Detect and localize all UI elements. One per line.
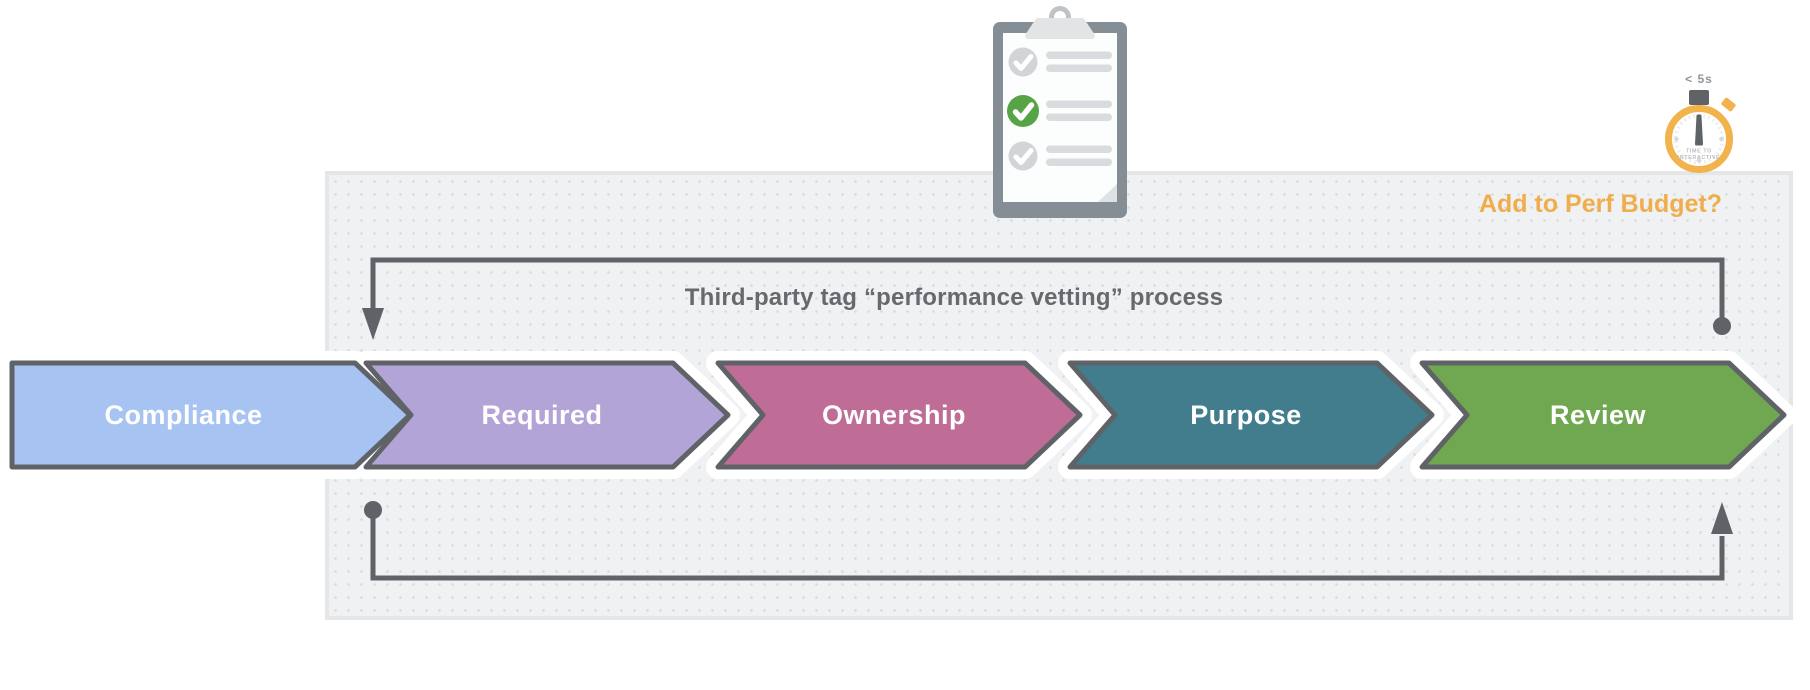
chevron-ownership [715, 360, 1083, 470]
list-line [1046, 145, 1112, 153]
up-arrowhead-icon [1711, 502, 1733, 534]
list-line [1046, 51, 1112, 59]
clipboard-checklist-icon [993, 6, 1127, 218]
stopwatch-dial-text-line1: TIME TO [1686, 149, 1712, 155]
chevron-review [1419, 360, 1787, 470]
loop-start-dot-bottom [364, 501, 382, 519]
stopwatch-lug [1721, 97, 1736, 112]
check-icon [1012, 102, 1035, 121]
dial-mark [1718, 136, 1725, 142]
stopwatch-needle [1695, 114, 1703, 146]
list-line [1046, 100, 1112, 108]
stopwatch-icon: TIME TO INTERACTIVE [1665, 90, 1736, 173]
down-arrowhead-icon [362, 308, 384, 340]
stopwatch-dial-text-line2: INTERACTIVE [1678, 155, 1721, 161]
stopwatch-caption: < 5s [1685, 72, 1713, 86]
process-chevrons [9, 360, 1787, 470]
list-line [1046, 158, 1112, 166]
clipboard-paper-fold [1098, 184, 1117, 202]
stage-label-purpose: Purpose [1190, 399, 1302, 430]
stopwatch-button [1689, 90, 1709, 105]
stage-label-ownership: Ownership [821, 399, 967, 430]
stage-label-review: Review [1549, 399, 1647, 430]
stage-label-required: Required [481, 399, 603, 430]
chevron-purpose [1067, 360, 1435, 470]
list-line [1046, 64, 1112, 72]
loop-start-dot-top [1713, 317, 1731, 335]
check-icon [1013, 148, 1034, 165]
bottom-loop-line [370, 514, 1725, 581]
chevron-required [363, 360, 731, 470]
diagram-title: Third-party tag “performance vetting” pr… [684, 284, 1224, 311]
top-loop-line [370, 257, 1725, 322]
list-line [1046, 113, 1112, 121]
stage-label-compliance: Compliance [104, 399, 263, 430]
chevron-compliance [9, 360, 413, 470]
check-circle-muted [1008, 47, 1038, 77]
perf-budget-question: Add to Perf Budget? [1478, 190, 1722, 218]
check-icon [1013, 54, 1034, 71]
dial-mark [1673, 136, 1680, 142]
clipboard-clip [1025, 18, 1095, 39]
loop-connectors [370, 257, 1725, 581]
check-circle-muted [1008, 141, 1038, 171]
dial-mark [1696, 157, 1702, 164]
check-circle-done [1007, 95, 1039, 127]
loop-endpoints [362, 308, 1733, 534]
